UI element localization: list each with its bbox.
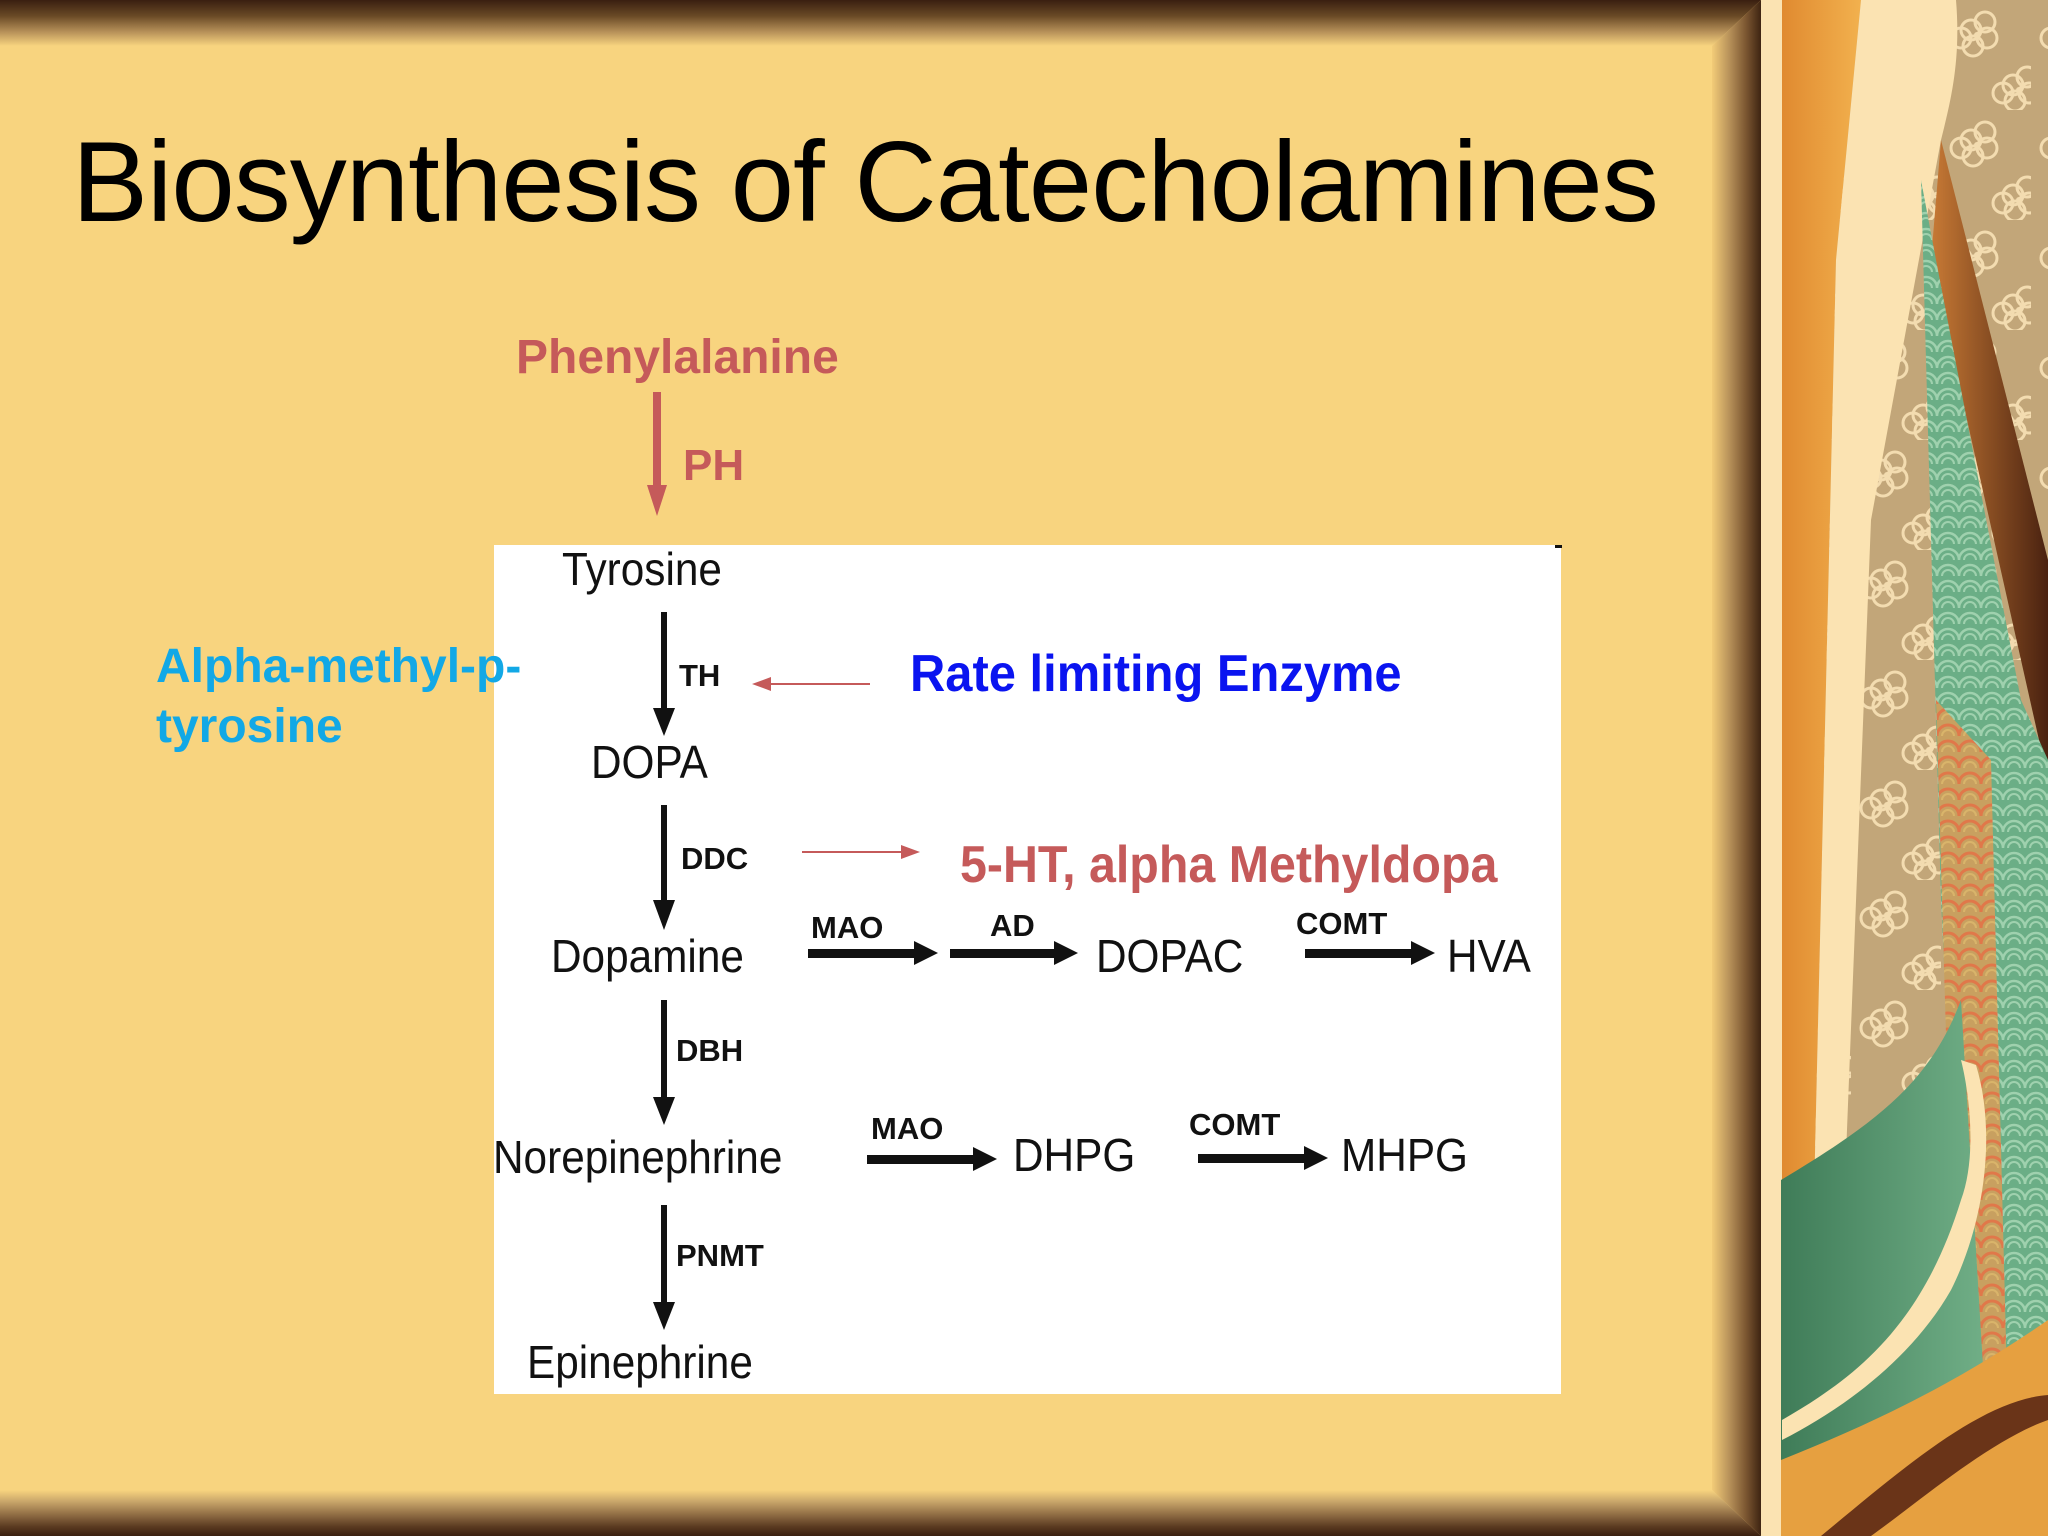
enzyme-label-comt-dopac: COMT [1296,906,1388,941]
compound-dhpg: DHPG [1013,1129,1136,1181]
corner-mark [1555,545,1562,548]
compound-hva: HVA [1447,930,1531,982]
frame-bevel-bottom [0,1490,1761,1536]
enzyme-label-dbh: DBH [676,1033,744,1068]
compound-tyrosine: Tyrosine [562,543,722,595]
slide-title: Biosynthesis of Catecholamines [72,119,1659,246]
compound-norepinephrine: Norepinephrine [493,1131,783,1183]
inhibitor-label: Alpha-methyl-p- tyrosine [156,637,521,757]
compound-dopa: DOPA [591,736,708,788]
compound-phenylalanine: Phenylalanine [516,331,839,384]
rate-limiting-annotation: Rate limiting Enzyme [910,645,1402,703]
enzyme-label-mao-dopamine: MAO [811,910,884,945]
ddc-substrates-annotation: 5-HT, alpha Methyldopa [960,836,1498,894]
enzyme-label-mao-ne: MAO [871,1111,944,1146]
compound-mhpg: MHPG [1341,1129,1468,1181]
enzyme-label-ph: PH [683,441,745,490]
frame-bevel-right [1712,0,1761,1536]
inhibitor-line-2: tyrosine [156,700,343,753]
enzyme-label-ddc: DDC [681,841,749,876]
enzyme-label-comt-dhpg: COMT [1189,1107,1281,1142]
frame-bevel-top [0,0,1761,46]
enzyme-label-ad: AD [990,908,1035,943]
enzyme-label-th: TH [679,658,721,693]
compound-dopamine: Dopamine [551,930,744,982]
inhibitor-line-1: Alpha-methyl-p- [156,640,522,693]
compound-dopac: DOPAC [1096,930,1244,982]
pathway-diagram-box [494,545,1561,1394]
decorative-side-panel [1761,0,2048,1536]
enzyme-label-pnmt: PNMT [676,1238,764,1273]
compound-epinephrine: Epinephrine [527,1336,753,1388]
